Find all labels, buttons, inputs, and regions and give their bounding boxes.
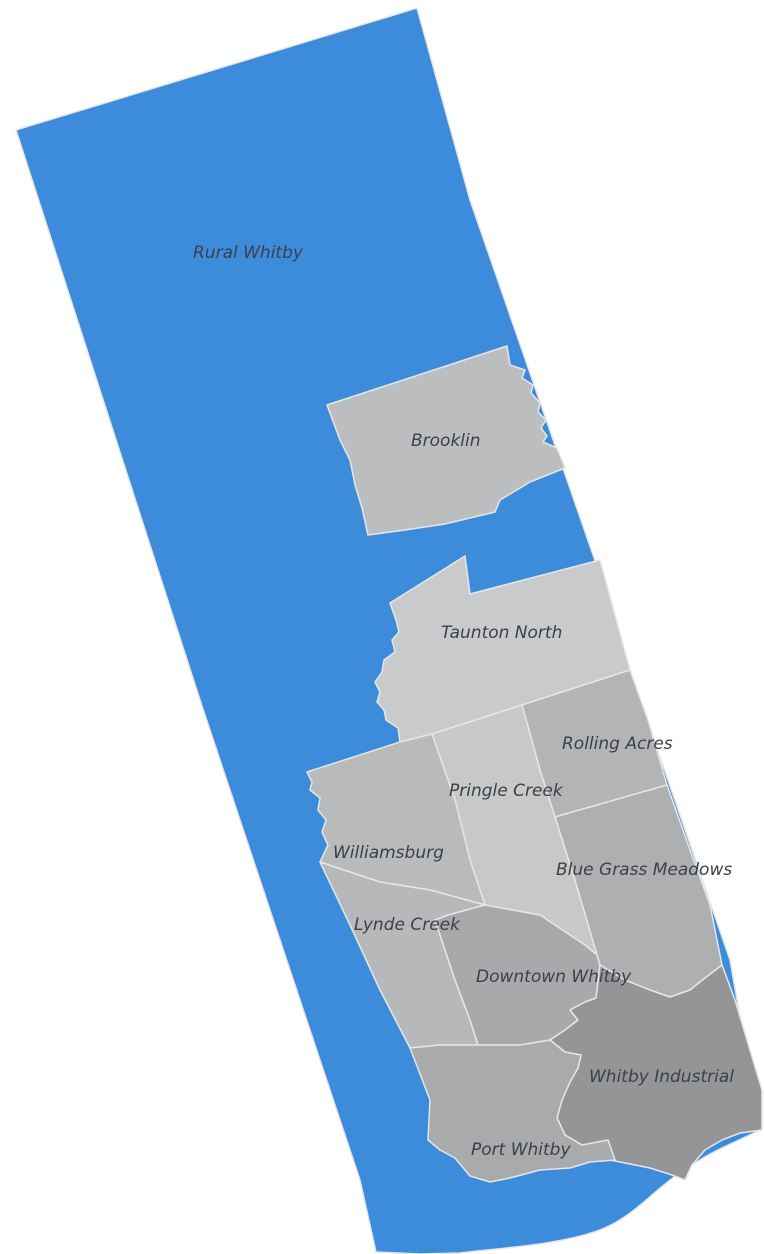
label-williamsburg: Williamsburg (333, 843, 444, 863)
label-rural-whitby: Rural Whitby (193, 243, 304, 263)
label-whitby-industrial: Whitby Industrial (589, 1067, 734, 1087)
label-pringle-creek: Pringle Creek (449, 781, 564, 801)
label-rolling-acres: Rolling Acres (562, 734, 673, 754)
label-lynde-creek: Lynde Creek (354, 915, 461, 935)
label-taunton-north: Taunton North (441, 623, 562, 643)
label-downtown-whitby: Downtown Whitby (476, 967, 632, 987)
label-port-whitby: Port Whitby (471, 1140, 571, 1160)
region-port-whitby[interactable] (409, 1039, 616, 1183)
region-taunton-north[interactable] (374, 555, 631, 743)
label-blue-grass-meadows: Blue Grass Meadows (556, 860, 732, 880)
label-brooklin: Brooklin (411, 431, 481, 451)
region-brooklin[interactable] (326, 345, 566, 536)
region-whitby-industrial[interactable] (549, 964, 763, 1181)
